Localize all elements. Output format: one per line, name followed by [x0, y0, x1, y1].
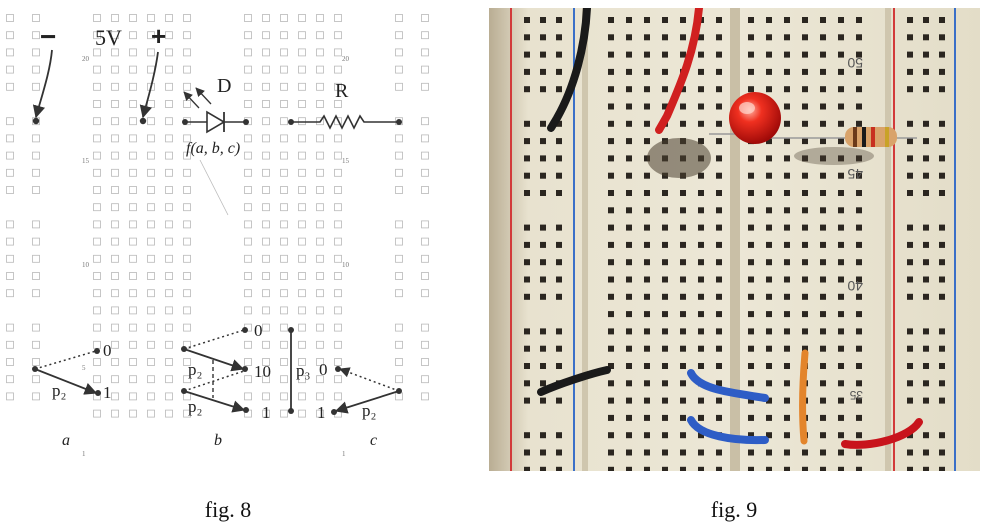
fig9-breadboard-photo: 50 45 40 35 [489, 8, 980, 471]
fig8-caption: fig. 8 [204, 497, 252, 522]
switch-c-p2: p₂ [362, 401, 376, 420]
switch-b-one: 1 [262, 403, 271, 422]
minus-arrow [32, 49, 53, 119]
red-wire [655, 8, 703, 134]
node-dot [139, 117, 147, 125]
row-number: 1 [82, 450, 86, 458]
row-number: 20 [342, 55, 350, 63]
switch-b-ten: 10 [254, 362, 271, 381]
switch-b-zero: 0 [254, 321, 263, 340]
minus-label: − [40, 21, 56, 52]
switch-c-zero: 0 [319, 360, 328, 379]
row-number: 5 [82, 364, 86, 372]
column-a-label: a [62, 432, 70, 449]
diode-label: D [217, 75, 231, 97]
fig8-breadboard-diagram: 20 20 15 15 10 10 5 1 1 − 5V + D f(a, b,… [6, 14, 429, 458]
switch-a-one: 1 [103, 383, 112, 402]
column-c-label: c [370, 432, 377, 449]
resistor-symbol [288, 114, 402, 130]
rail-divider [582, 8, 588, 471]
fig9-caption: fig. 9 [710, 497, 758, 522]
blue-jumper [687, 369, 769, 402]
resistor-label: R [335, 80, 349, 102]
plus-arrow [139, 51, 159, 119]
row-number: 40 [847, 278, 863, 294]
row-number: 50 [847, 55, 863, 71]
row-number: 15 [82, 157, 90, 165]
black-jumper [537, 366, 611, 396]
column-b-label: b [214, 432, 222, 449]
voltage-label: 5V [95, 25, 122, 50]
resistor-component [819, 127, 917, 147]
orange-jumper [799, 349, 809, 445]
switch-a-zero: 0 [103, 341, 112, 360]
plus-label: + [151, 21, 166, 51]
function-label: f(a, b, c) [186, 140, 240, 157]
shadow [794, 147, 874, 165]
switch-a-p2: p₂ [52, 381, 66, 400]
p3-label: p₃ [296, 361, 311, 380]
switch-c-one: 1 [317, 403, 326, 422]
red-led [709, 92, 819, 144]
diode-symbol [182, 110, 249, 134]
photo-hole-grid [524, 17, 945, 471]
center-channel [730, 8, 740, 471]
rail-divider [885, 8, 891, 471]
light-arrow [183, 91, 200, 109]
switch-b [181, 327, 249, 413]
blue-jumper [687, 416, 769, 445]
node-dot [32, 117, 40, 125]
switch-c [331, 366, 402, 415]
switch-a [32, 348, 101, 396]
row-number: 1 [342, 450, 346, 458]
row-number: 45 [847, 166, 863, 182]
row-number: 10 [82, 261, 90, 269]
shadow [647, 138, 711, 178]
row-number: 20 [82, 55, 90, 63]
jumper-p3 [288, 327, 294, 414]
row-number: 10 [342, 261, 350, 269]
row-number: 15 [342, 157, 350, 165]
switch-b-p2-lower: p₂ [188, 397, 202, 416]
row-number: 35 [849, 388, 863, 402]
red-jumper [841, 418, 923, 449]
black-wire [547, 8, 591, 132]
switch-b-p2-upper: p₂ [188, 360, 202, 379]
light-arrow [195, 87, 212, 105]
